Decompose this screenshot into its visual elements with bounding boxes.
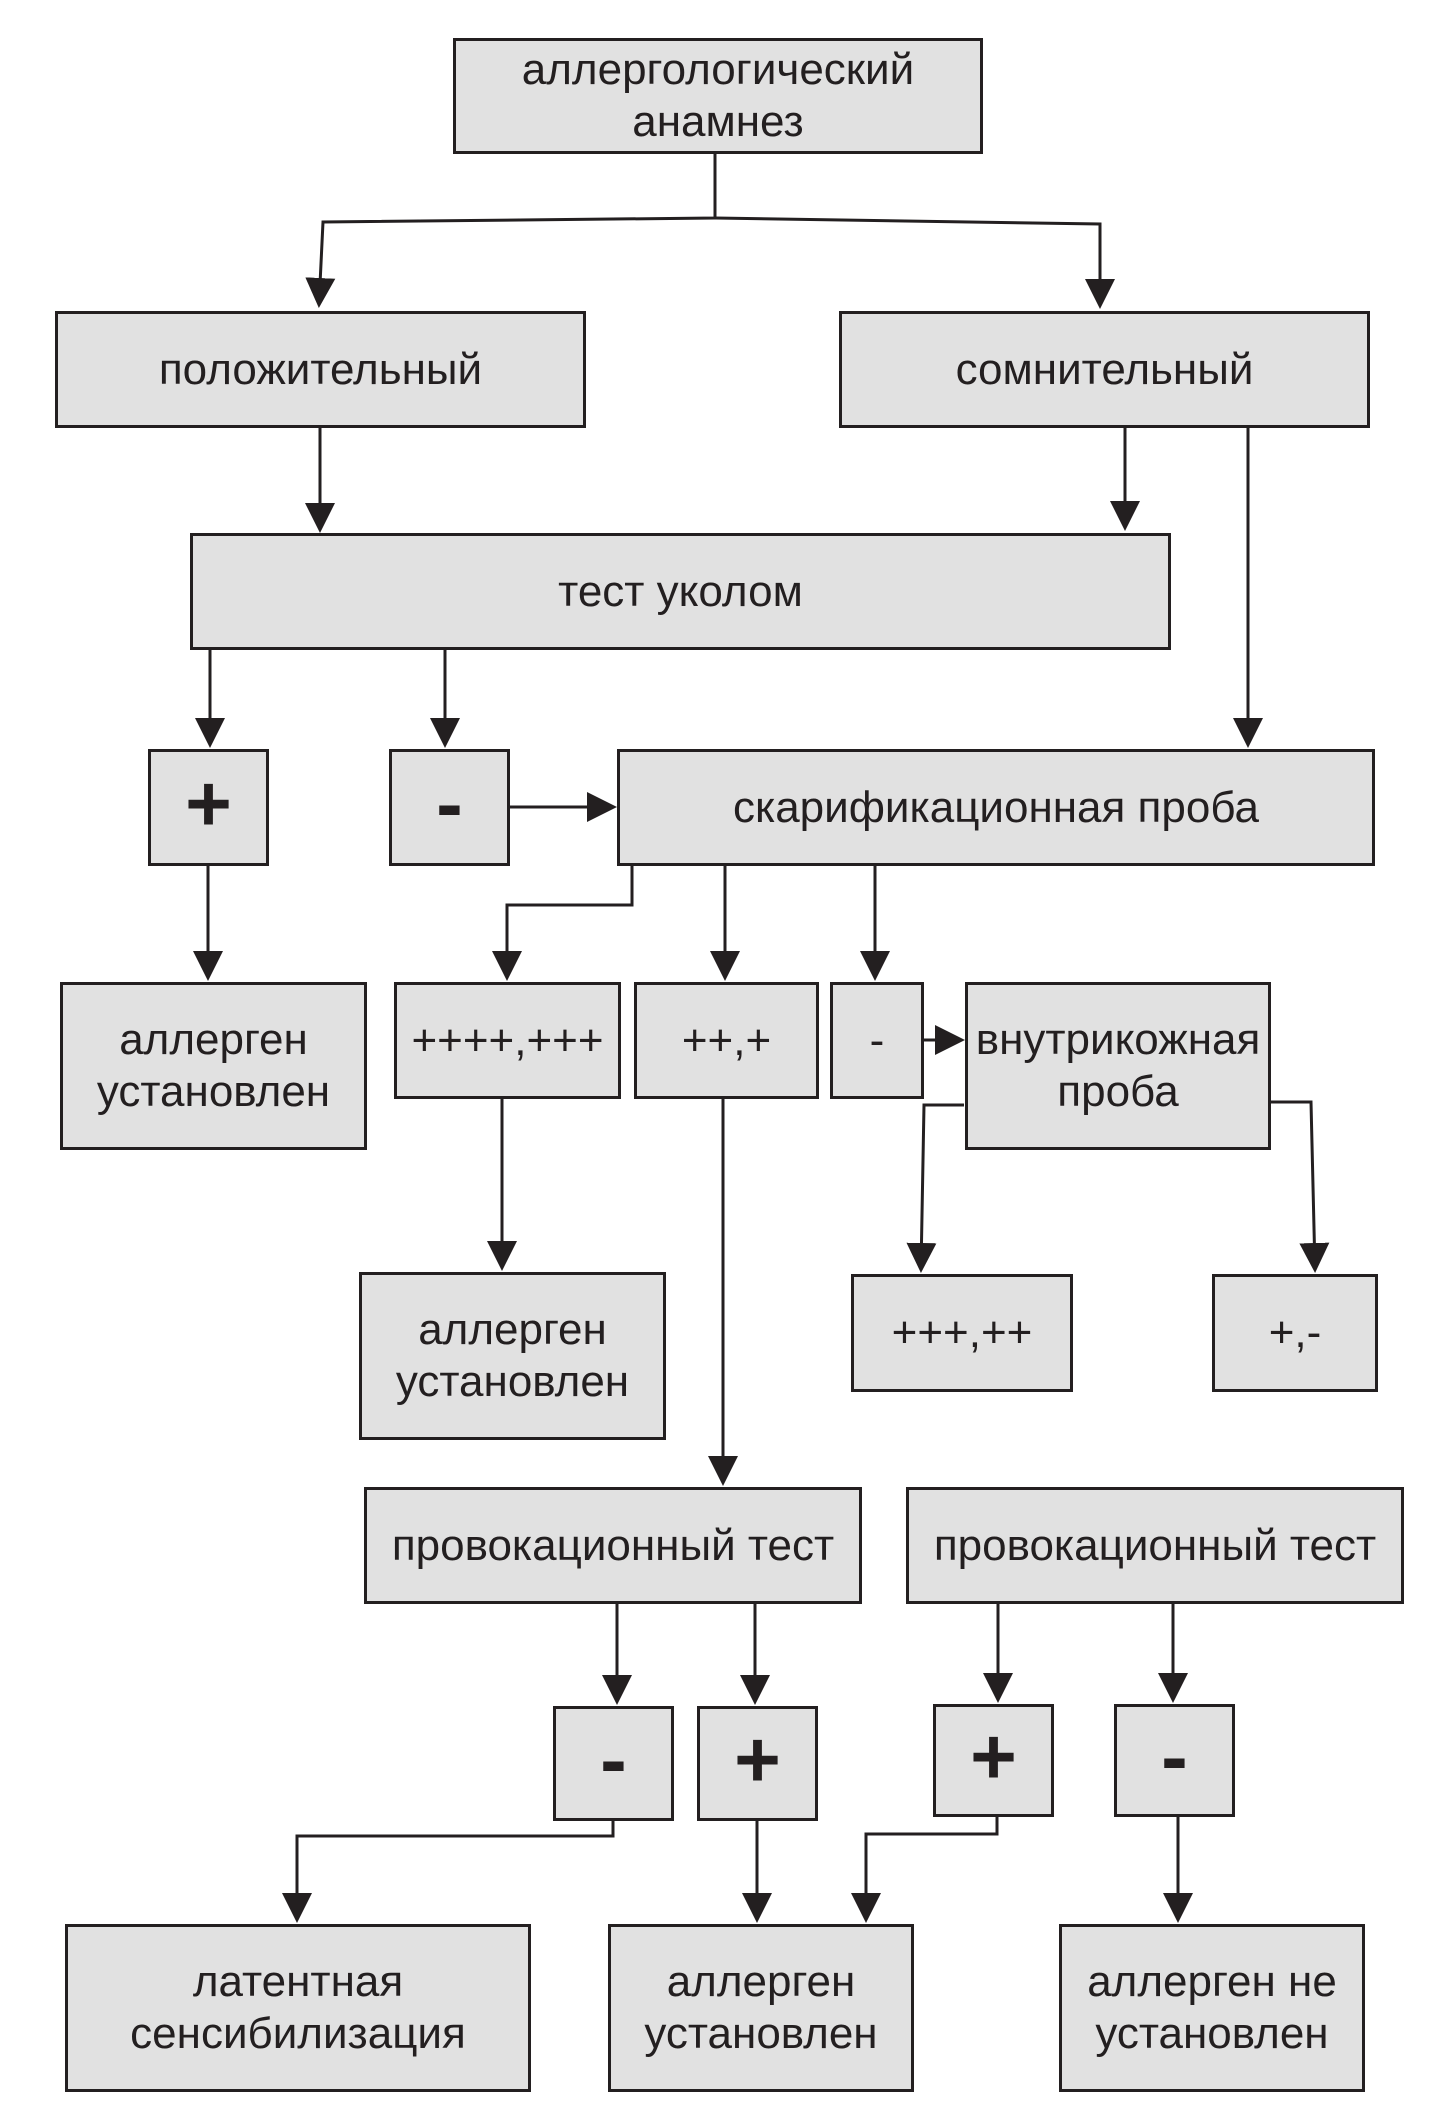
arrow-prov1minus-latent	[282, 1818, 615, 1923]
scar-minus-box: -	[830, 982, 924, 1099]
scar-strong-box: ++++,+++	[394, 982, 621, 1099]
result-established-1: аллерген установлен	[60, 982, 367, 1150]
provocation-test-2: провокационный тест	[906, 1487, 1404, 1604]
latent-sensitization-box: латентная сенсибилизация	[65, 1924, 531, 2092]
arrow-anamnesis-doubtful	[714, 216, 1115, 309]
scar-weak-box: ++,+	[634, 982, 819, 1099]
prick-plus-box: +	[148, 749, 269, 866]
prov2-plus-box: +	[933, 1704, 1054, 1817]
intradermal-test-box: внутрикожная проба	[965, 982, 1271, 1150]
anamnesis-box: аллергологический анамнез	[453, 38, 983, 154]
intra-weak-box: +,-	[1212, 1274, 1378, 1392]
prick-test-box: тест уколом	[190, 533, 1171, 650]
scarification-test-box: скарификационная проба	[617, 749, 1375, 866]
prov1-minus-box: -	[553, 1706, 674, 1821]
result-established-3: аллерген установлен	[608, 1924, 914, 2092]
arrow-scar-strong	[492, 863, 634, 981]
result-established-2: аллерген установлен	[359, 1272, 666, 1440]
arrow-intradermal-weak	[1270, 1100, 1330, 1273]
doubtful-box: сомнительный	[839, 311, 1370, 428]
arrow-anamnesis-positive	[305, 152, 717, 308]
prick-minus-box: -	[389, 749, 510, 866]
arrow-prov2plus-established	[851, 1814, 999, 1923]
arrow-intradermal-strong	[906, 1103, 964, 1273]
intra-strong-box: +++,++	[851, 1274, 1073, 1392]
prov2-minus-box: -	[1114, 1704, 1235, 1817]
positive-box: положительный	[55, 311, 586, 428]
prov1-plus-box: +	[697, 1706, 818, 1821]
provocation-test-1: провокационный тест	[364, 1487, 862, 1604]
result-not-established: аллерген не установлен	[1059, 1924, 1365, 2092]
